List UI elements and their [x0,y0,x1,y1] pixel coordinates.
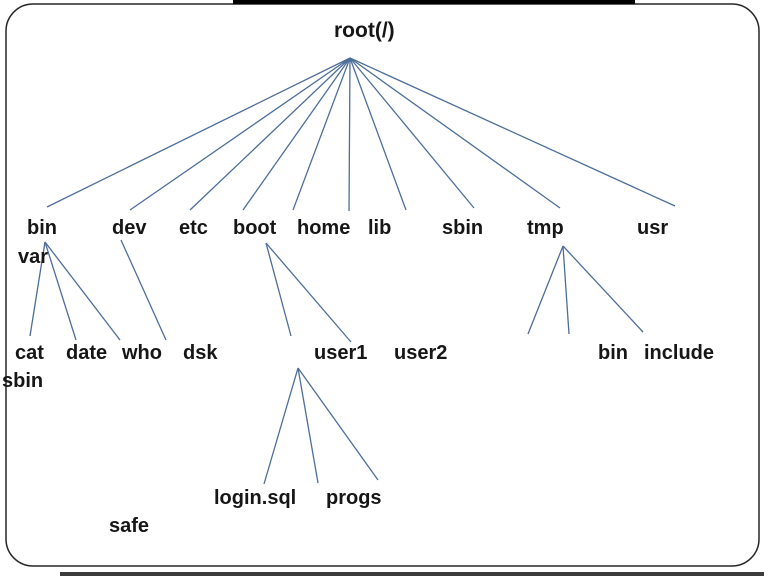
node-cat: cat [15,342,44,364]
edge-boot-user2 [265,242,352,343]
edge-tmp-left [527,245,564,335]
edge-root-etc [189,57,351,211]
node-root: root(/) [334,19,395,42]
edge-dev-dsk [120,239,167,341]
node-lib: lib [368,217,392,239]
edge-tmp-mid [562,245,570,335]
edge-root-far-right [349,57,676,207]
node-user1: user1 [314,342,368,364]
edge-bin-who [44,241,121,341]
node-usr-bin: bin [598,342,628,364]
node-login-sql: login.sql [214,487,297,509]
node-who: who [122,342,162,364]
top-edge-bar [233,0,635,4]
bottom-edge-bar [60,572,764,576]
edge-root-tmp [349,57,475,209]
node-dsk: dsk [183,342,218,364]
edge-root-dev [129,57,351,211]
edge-root-usr [349,57,561,209]
node-var: var [18,246,49,268]
node-safe: safe [109,515,150,537]
node-include: include [644,342,715,364]
node-boot: boot [233,217,277,239]
edge-root-lib [348,57,351,212]
edge-root-sbin [349,57,407,211]
edge-user1-safe [297,367,379,481]
edge-user1-progs [297,367,319,484]
edge-user1-loginsql [263,367,299,485]
node-tmp: tmp [527,217,564,239]
node-home: home [297,217,351,239]
edge-root-boot [242,57,351,211]
edge-bin-date [44,241,77,341]
node-bin: bin [27,217,57,239]
slide-frame-border [5,3,760,567]
edge-root-home [292,57,351,211]
node-etc: etc [179,217,208,239]
edge-boot-user1 [265,242,292,337]
node-usr: usr [637,217,669,239]
node-dev: dev [112,217,147,239]
edge-bin-cat [29,241,46,337]
edge-tmp-include [562,245,644,333]
node-bin-sbin: sbin [2,370,44,392]
edge-root-bin [46,57,351,208]
node-progs: progs [326,487,382,509]
node-user2: user2 [394,342,448,364]
node-date: date [66,342,108,364]
node-sbin: sbin [442,217,484,239]
